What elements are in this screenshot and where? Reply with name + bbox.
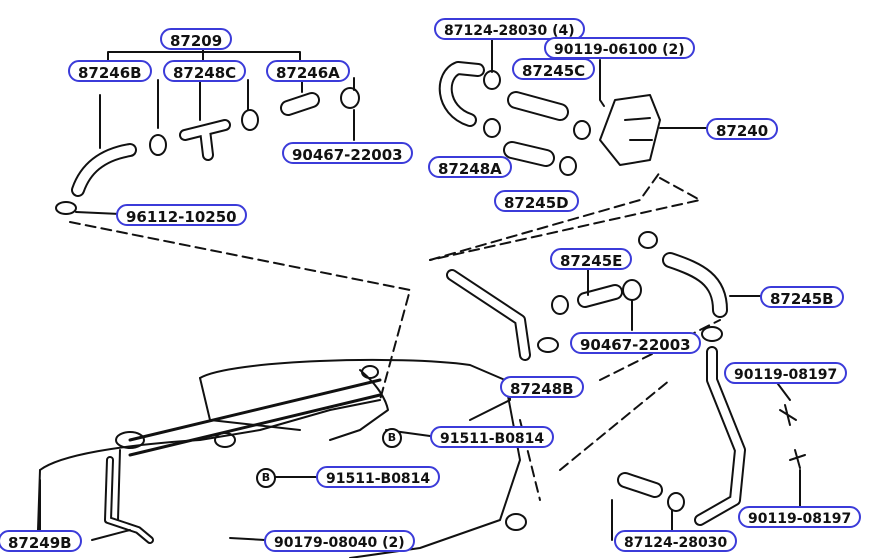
part-87248C[interactable]: 87248C — [163, 60, 247, 82]
part-87124-28030-top[interactable]: 87124-28030 (4) — [434, 18, 585, 40]
part-87248B[interactable]: 87248B — [500, 376, 584, 398]
marker-b-upper: B — [382, 428, 402, 448]
part-90467-22003-top[interactable]: 90467-22003 — [282, 142, 413, 164]
part-90119-08197-a[interactable]: 90119-08197 — [724, 362, 848, 384]
marker-b-lower: B — [256, 468, 276, 488]
part-87245C[interactable]: 87245C — [512, 58, 596, 80]
part-87245B[interactable]: 87245B — [760, 286, 844, 308]
part-87209[interactable]: 87209 — [160, 28, 233, 50]
part-87245D[interactable]: 87245D — [494, 190, 579, 212]
part-90467-22003-mid[interactable]: 90467-22003 — [570, 332, 701, 354]
part-91511-B0814-a[interactable]: 91511-B0814 — [430, 426, 555, 448]
part-87245E[interactable]: 87245E — [550, 248, 633, 270]
part-90179-08040[interactable]: 90179-08040 (2) — [264, 530, 415, 552]
part-87240[interactable]: 87240 — [706, 118, 779, 140]
part-91511-B0814-b[interactable]: 91511-B0814 — [316, 466, 441, 488]
part-87124-28030-bottom[interactable]: 87124-28030 — [614, 530, 738, 552]
part-96112-10250[interactable]: 96112-10250 — [116, 204, 247, 226]
part-87246B[interactable]: 87246B — [68, 60, 152, 82]
part-87246A[interactable]: 87246A — [266, 60, 350, 82]
part-90119-06100[interactable]: 90119-06100 (2) — [544, 37, 695, 59]
part-90119-08197-b[interactable]: 90119-08197 — [738, 506, 862, 528]
part-87249B[interactable]: 87249B — [0, 530, 82, 552]
part-87248A[interactable]: 87248A — [428, 156, 512, 178]
